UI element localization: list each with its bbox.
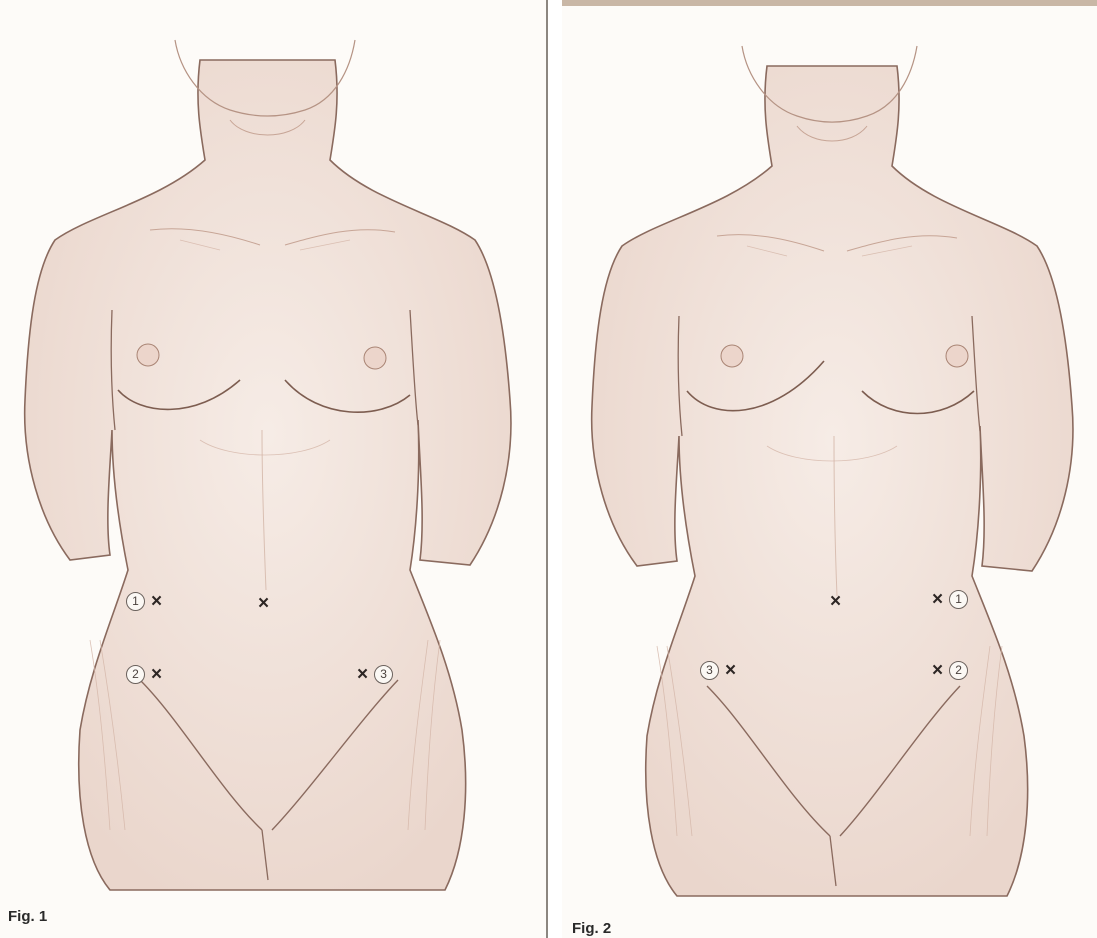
panel-divider — [546, 0, 562, 938]
cross-marker-icon: × — [725, 661, 736, 680]
cross-marker-icon: × — [151, 665, 162, 684]
cross-marker-icon: × — [830, 592, 841, 611]
cross-marker-icon: × — [932, 590, 943, 609]
cross-marker-icon: × — [932, 661, 943, 680]
navel-marker: × — [258, 593, 269, 613]
torso-illustration-1 — [0, 0, 546, 938]
figure-caption: Fig. 1 — [8, 908, 47, 925]
figure-2-panel: × 1 × 2 3 × × Fig. 2 — [562, 0, 1097, 938]
figure-1-panel: 1 × 2 × × 3 × Fig. 1 — [0, 0, 546, 938]
site-number-badge: 3 — [700, 661, 719, 680]
cross-marker-icon: × — [258, 594, 269, 613]
site-number-badge: 1 — [949, 590, 968, 609]
site-number-badge: 2 — [949, 661, 968, 680]
injection-site-2: 2 × — [126, 664, 162, 684]
cross-marker-icon: × — [357, 665, 368, 684]
site-number-badge: 3 — [374, 665, 393, 684]
site-number-badge: 1 — [126, 592, 145, 611]
navel-marker: × — [830, 591, 841, 611]
torso-illustration-2 — [562, 6, 1097, 938]
injection-site-1: 1 × — [126, 591, 162, 611]
injection-site-3: × 3 — [357, 664, 393, 684]
injection-site-3: 3 × — [700, 660, 736, 680]
figure-caption: Fig. 2 — [572, 920, 611, 937]
site-number-badge: 2 — [126, 665, 145, 684]
injection-site-1: × 1 — [932, 589, 968, 609]
cross-marker-icon: × — [151, 592, 162, 611]
injection-site-2: × 2 — [932, 660, 968, 680]
